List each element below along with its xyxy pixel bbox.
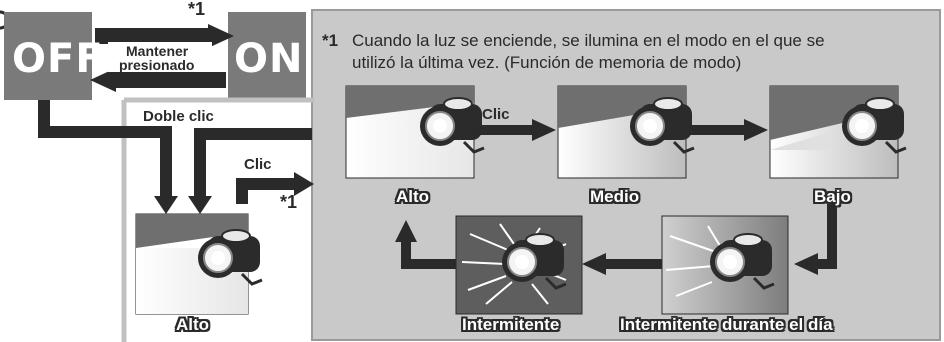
hold-label-bg bbox=[108, 42, 212, 72]
mode-intermitente-dia-label: Intermitente durante el día bbox=[620, 315, 833, 334]
double-click-label: Doble clic bbox=[143, 108, 214, 125]
hold-label-line1: Mantener bbox=[126, 43, 189, 59]
mode-alto-label: Alto bbox=[396, 187, 430, 206]
click-footnote-marker: *1 bbox=[280, 192, 298, 212]
start-mode-label: Alto bbox=[176, 315, 210, 334]
note-line2: utilizó la última vez. (Función de memor… bbox=[352, 53, 742, 72]
hold-label-line2: presionado bbox=[119, 57, 195, 73]
click-label: Clic bbox=[244, 156, 272, 173]
on-state-label: ON bbox=[234, 36, 304, 82]
off-state-label: OFF bbox=[12, 36, 104, 82]
hold-footnote-marker: *1 bbox=[188, 0, 206, 19]
note-line1: Cuando la luz se enciende, se ilumina en… bbox=[352, 31, 825, 50]
off-box bbox=[4, 12, 92, 100]
on-box bbox=[228, 12, 306, 100]
mode-bajo-label: Bajo bbox=[814, 187, 851, 206]
mode-medio-label: Medio bbox=[590, 187, 640, 206]
note-marker: *1 bbox=[322, 31, 339, 50]
mode-intermitente-label: Intermitente bbox=[462, 315, 560, 334]
inner-click-label: Clic bbox=[482, 106, 510, 123]
